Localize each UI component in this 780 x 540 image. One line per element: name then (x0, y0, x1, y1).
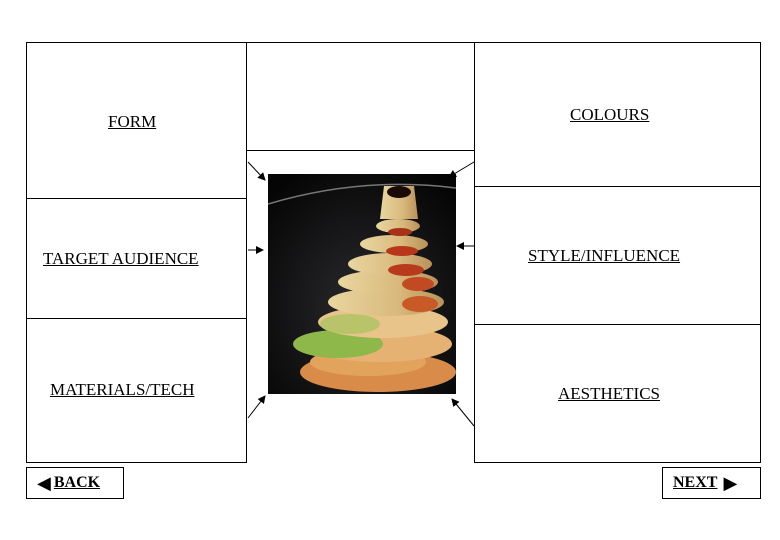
target-audience-label[interactable]: TARGET AUDIENCE (43, 249, 199, 268)
lamp-photo (268, 174, 456, 394)
back-button[interactable]: ◀ BACK (26, 467, 124, 499)
colours-label[interactable]: COLOURS (570, 105, 650, 124)
materials-tech-panel[interactable]: MATERIALS/TECH (26, 318, 247, 463)
target-audience-panel[interactable]: TARGET AUDIENCE (26, 198, 247, 319)
center-top-panel (246, 42, 475, 151)
form-panel[interactable]: FORM (26, 42, 247, 199)
style-influence-label[interactable]: STYLE/INFLUENCE (528, 246, 681, 265)
aesthetics-label[interactable]: AESTHETICS (558, 384, 660, 403)
arrow-aesthetics (451, 398, 475, 427)
back-label: BACK (53, 474, 101, 491)
style-influence-panel[interactable]: STYLE/INFLUENCE (474, 186, 761, 325)
next-button[interactable]: NEXT ▶ (662, 467, 761, 499)
back-arrow-icon: ◀ (37, 472, 51, 493)
next-arrow-icon: ▶ (723, 472, 738, 493)
aesthetics-panel[interactable]: AESTHETICS (474, 324, 761, 463)
form-label[interactable]: FORM (108, 112, 157, 131)
arrow-form (247, 161, 266, 181)
arrow-materials-tech (247, 395, 266, 419)
next-label: NEXT (673, 474, 718, 491)
colours-panel[interactable]: COLOURS (474, 42, 761, 187)
materials-tech-label[interactable]: MATERIALS/TECH (50, 380, 195, 399)
lamp-illustration (268, 174, 456, 394)
